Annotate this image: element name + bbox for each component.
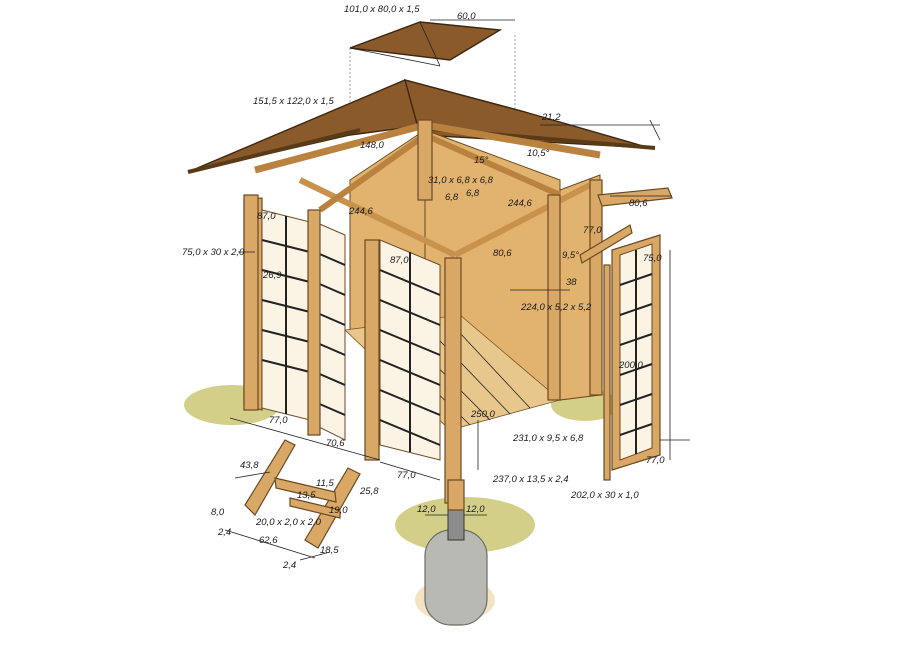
rafter-frame <box>254 119 601 258</box>
label-roof-cap: 101,0 x 80,0 x 1,5 <box>344 4 420 15</box>
front-shoji-wall <box>379 239 441 461</box>
label-front-panel-top: 87,0 <box>390 255 409 266</box>
label-wall-board: 224,0 x 5,2 x 5,2 <box>520 302 592 313</box>
ledger-board <box>579 187 673 264</box>
label-ledger: 80,6 <box>629 198 648 209</box>
concrete-footing <box>415 479 495 626</box>
label-ridge-block: 31,0 x 6,8 x 6,8 <box>428 175 494 186</box>
label-foot-depth: 8,0 <box>211 507 225 518</box>
label-door-right-width: 75,0 <box>643 253 662 264</box>
label-eave-overhang: 21,2 <box>541 112 561 123</box>
label-brace-angle: 9,5° <box>562 250 579 261</box>
label-left-panel: 75,0 x 30 x 2,0 <box>182 247 245 258</box>
foot-detail <box>244 439 361 549</box>
label-roof-board: 151,5 x 122,0 x 1,5 <box>253 96 335 107</box>
label-anchor-right: 12,0 <box>466 504 485 515</box>
label-joist: 231,0 x 9,5 x 6,8 <box>512 433 584 444</box>
label-spacing: 38 <box>566 277 577 288</box>
label-left-panel-top: 87,0 <box>257 211 276 222</box>
label-door-height: 200,0 <box>618 360 643 371</box>
label-block-a: 6,8 <box>445 192 459 203</box>
label-hip-angle: 15° <box>474 155 489 166</box>
label-base-front: 77,0 <box>397 470 416 481</box>
label-foot-rise: 43,8 <box>240 460 259 471</box>
label-roof-pitch: 10,5° <box>527 148 549 159</box>
label-foot-bar: 13,5 <box>297 490 316 501</box>
label-block-b: 6,8 <box>466 188 480 199</box>
left-shoji-wall <box>243 197 346 441</box>
label-beam-right: 244,6 <box>507 198 532 209</box>
label-door-panel: 202,0 x 30 x 1,0 <box>570 490 639 501</box>
label-floor-depth: 250,0 <box>470 409 495 420</box>
label-cap-width: 60,0 <box>457 11 476 22</box>
label-anchor-left: 12,0 <box>417 504 436 515</box>
label-base-mid: 70,6 <box>326 438 345 449</box>
label-beam-left: 244,6 <box>348 206 373 217</box>
label-foot-thick: 19,0 <box>329 505 348 516</box>
label-foot-height: 25,8 <box>359 486 379 497</box>
label-grid-module: 26,9 <box>262 270 282 281</box>
label-foot-step: 11,5 <box>316 478 335 489</box>
label-door-bottom-width: 77,0 <box>646 455 665 466</box>
door-panel <box>603 234 661 481</box>
posts <box>243 179 603 504</box>
label-foot-edge: 2,4 <box>217 527 231 538</box>
label-foot-small: 18,5 <box>320 545 339 556</box>
label-post: 237,0 x 13,5 x 2,4 <box>492 474 569 485</box>
label-rafter-length: 148,0 <box>360 140 384 151</box>
label-base-left: 77,0 <box>269 415 288 426</box>
label-ledger-depth: 80,6 <box>493 248 512 259</box>
label-foot-board: 20,0 x 2,0 x 2,0 <box>255 517 322 528</box>
label-brace: 77,0 <box>583 225 602 236</box>
label-foot-width: 62,6 <box>259 535 278 546</box>
dimension-labels: 101,0 x 80,0 x 1,5 60,0 151,5 x 122,0 x … <box>182 4 665 571</box>
label-foot-edge-bottom: 2,4 <box>282 560 296 571</box>
dimension-lines <box>224 19 690 561</box>
